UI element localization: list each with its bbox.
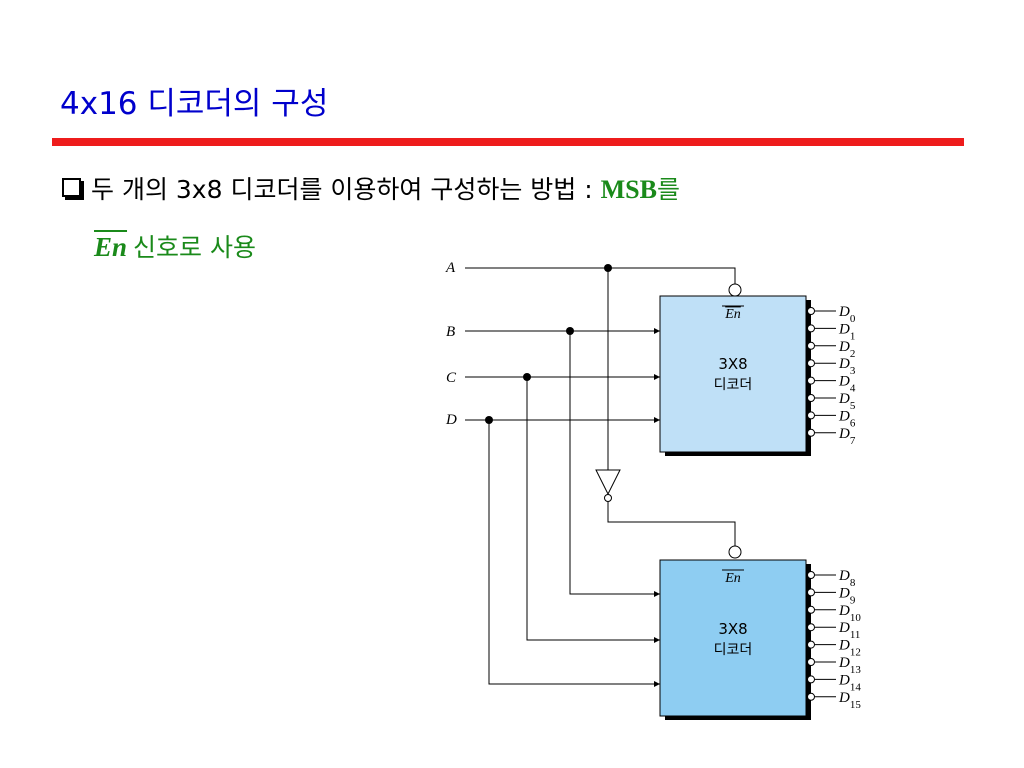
wire-d-branch	[488, 420, 660, 687]
bottom-output-bubble-9	[807, 588, 815, 597]
input-label-a: A	[445, 260, 456, 276]
top-output-bubble-4	[807, 376, 815, 385]
wire-b-branch	[569, 331, 660, 597]
en-signal-text: 신호로 사용	[133, 233, 256, 262]
bullet-text: 두 개의 3x8 디코더를 이용하여 구성하는 방법 :	[91, 175, 601, 204]
bottom-output-bubble-10	[807, 605, 815, 614]
wire-a	[465, 267, 736, 284]
top-decoder-block	[659, 295, 807, 453]
bottom-output-bubble-11	[807, 623, 815, 632]
top-enable-bubble	[728, 283, 742, 297]
top-output-bubble-5	[807, 394, 815, 402]
input-label-c: C	[446, 370, 457, 386]
checkbox-bullet-icon	[62, 178, 81, 197]
title-divider	[52, 138, 964, 146]
top-decoder-name-2: 디코더	[714, 377, 753, 393]
top-decoder-en: En	[724, 307, 741, 322]
bottom-output-bubble-8	[807, 571, 815, 579]
bottom-decoder-en: En	[724, 571, 741, 586]
msb-text: MSB	[600, 175, 657, 204]
bottom-output-bubble-13	[807, 658, 815, 666]
input-label-d: D	[445, 412, 457, 428]
inverter-gate	[595, 469, 621, 496]
top-decoder-name-1: 3X8	[718, 355, 747, 373]
bottom-output-bubble-15	[807, 692, 815, 701]
junction-d	[485, 416, 493, 424]
top-output-bubble-1	[807, 324, 815, 333]
top-output-bubble-2	[807, 341, 815, 350]
slide-title: 4x16 디코더의 구성	[60, 86, 329, 122]
bottom-output-bubble-12	[807, 640, 815, 649]
input-label-b: B	[446, 324, 455, 340]
top-output-bubble-7	[807, 428, 815, 437]
msb-suffix: 를	[656, 175, 680, 204]
junction-b	[566, 327, 574, 335]
top-output-bubble-3	[807, 359, 815, 368]
top-output-bubble-6	[807, 411, 815, 420]
wire-inverted-a	[607, 502, 736, 546]
top-output-bubble-0	[807, 307, 815, 315]
bottom-enable-bubble	[728, 545, 742, 559]
bottom-output-bubble-14	[807, 675, 815, 684]
junction-a	[604, 264, 612, 272]
wire-c-branch	[526, 377, 660, 643]
bottom-decoder-block	[659, 559, 807, 717]
bottom-decoder-name-2: 디코더	[714, 642, 753, 658]
junction-c	[523, 373, 531, 381]
inverter-bubble	[604, 494, 612, 502]
bottom-decoder-name-1: 3X8	[718, 620, 747, 638]
bullet-line: 두 개의 3x8 디코더를 이용하여 구성하는 방법 : MSB를	[62, 170, 680, 206]
en-signal-label: En	[94, 232, 128, 262]
